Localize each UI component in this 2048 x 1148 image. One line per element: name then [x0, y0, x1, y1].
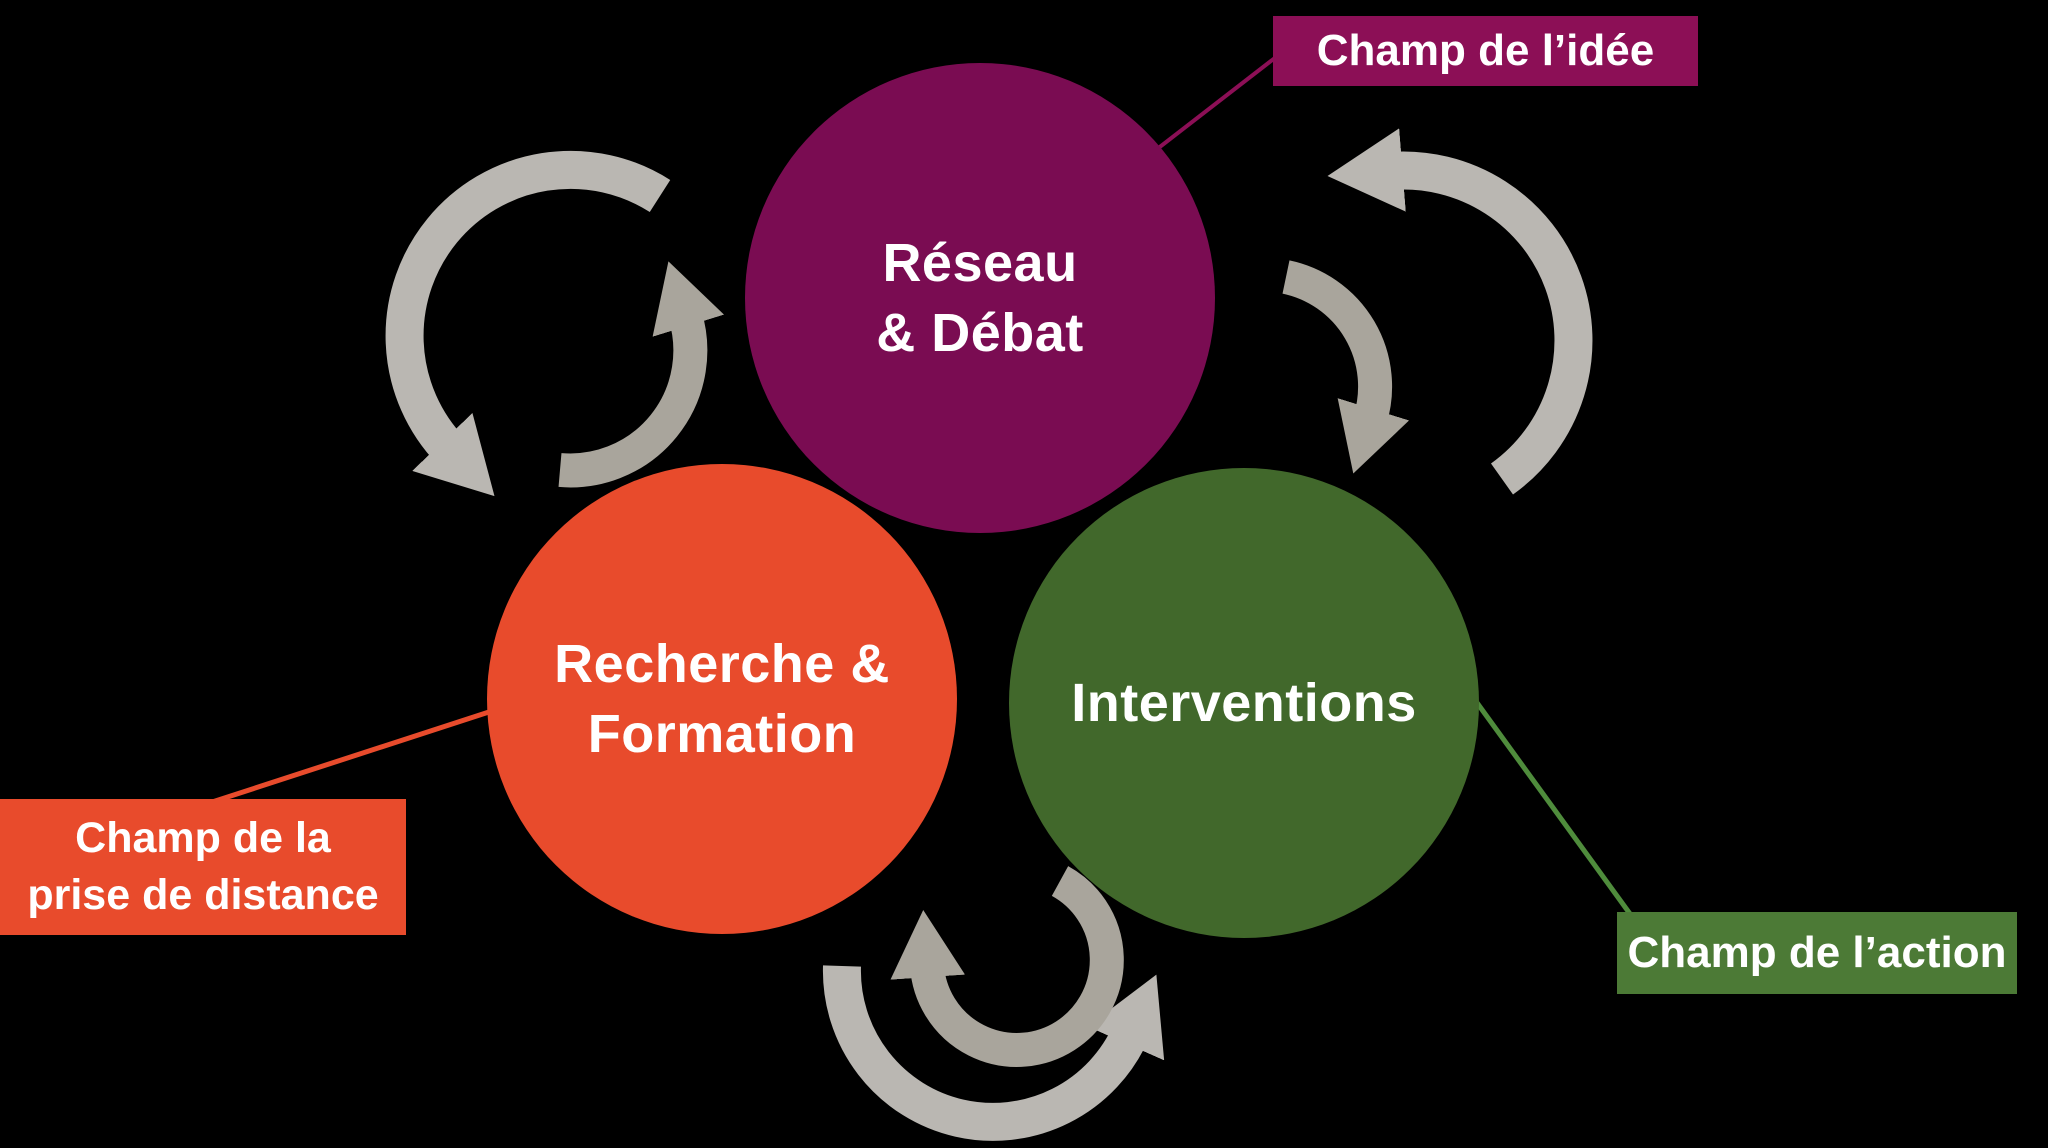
- callout-champ-prise-de-distance-line1: Champ de la: [75, 814, 331, 863]
- node-interventions-line1: Interventions: [1071, 672, 1417, 733]
- callout-champ-prise-de-distance-line2: prise de distance: [27, 871, 379, 919]
- cycle-arrow-top-right-inner-icon: [1282, 260, 1410, 474]
- node-reseau-line2: & Débat: [876, 303, 1084, 363]
- callout-champ-idee-text: Champ de l’idée: [1316, 26, 1655, 75]
- node-recherche-line2: Formation: [587, 704, 857, 764]
- node-reseau-debat: Réseau & Débat: [745, 63, 1215, 533]
- cycle-arrow-top-right-outer-icon: [1327, 128, 1593, 495]
- callout-line-action: [1472, 698, 1636, 920]
- node-reseau-debat-label: Réseau & Débat: [876, 228, 1084, 368]
- node-recherche-formation: Recherche & Formation: [487, 464, 957, 934]
- node-interventions-label: Interventions: [1071, 668, 1417, 738]
- node-reseau-line1: Réseau: [882, 232, 1078, 293]
- cycle-arrow-top-left-inner-icon: [558, 261, 725, 488]
- callout-champ-action: Champ de l’action: [1617, 912, 2017, 994]
- cycle-arrow-bottom-outer-icon: [822, 965, 1165, 1141]
- cycle-arrow-bottom-inner-icon: [890, 866, 1124, 1067]
- callout-champ-prise-de-distance: Champ de la prise de distance: [0, 799, 406, 935]
- callout-line-distance: [205, 708, 493, 807]
- node-recherche-formation-label: Recherche & Formation: [554, 629, 890, 769]
- callout-champ-idee: Champ de l’idée: [1273, 16, 1698, 86]
- node-recherche-line1: Recherche &: [554, 633, 890, 694]
- node-interventions: Interventions: [1009, 468, 1479, 938]
- cycle-arrow-top-left-outer-icon: [385, 150, 671, 497]
- callout-champ-action-text: Champ de l’action: [1627, 928, 2007, 977]
